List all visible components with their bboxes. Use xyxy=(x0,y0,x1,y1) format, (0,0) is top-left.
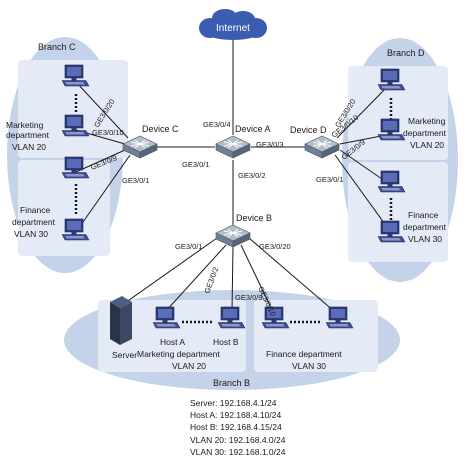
branch-d-mkt-line2: department xyxy=(403,128,447,138)
device-a-switch-icon[interactable] xyxy=(215,135,251,159)
branch-c-marketing-panel xyxy=(18,60,128,158)
branch-c-title: Branch C xyxy=(38,42,76,52)
port-a-down: GE3/0/2 xyxy=(238,171,266,180)
device-b-label: Device B xyxy=(236,213,272,223)
branch-c-fin-line3: VLAN 30 xyxy=(14,229,48,239)
branch-c-mkt-line1: Marketing xyxy=(6,120,44,130)
branch-b-mkt-line1: Marketing department xyxy=(137,349,220,359)
host-a-label: Host A xyxy=(160,337,185,347)
branch-d-fin-line2: department xyxy=(403,222,447,232)
port-a-left: GE3/0/1 xyxy=(182,160,210,169)
device-a-label: Device A xyxy=(235,124,271,134)
internet-cloud xyxy=(199,9,267,40)
branch-b-mkt-line2: VLAN 20 xyxy=(172,361,206,371)
branch-d-finance-panel xyxy=(348,162,448,262)
branch-c-fin-line1: Finance xyxy=(20,205,51,215)
branch-c-mkt-line2: department xyxy=(6,130,50,140)
address-server: Server: 192.168.4.1/24 xyxy=(190,398,277,408)
branch-d-mkt-line3: VLAN 20 xyxy=(410,140,444,150)
port-a-right: GE3/0/3 xyxy=(256,140,284,149)
branch-d-title: Branch D xyxy=(387,48,425,58)
port-b-left: GE3/0/1 xyxy=(175,242,203,251)
branch-d-fin-line1: Finance xyxy=(408,210,439,220)
address-vlan-20: VLAN 20: 192.168.4.0/24 xyxy=(190,435,286,445)
branch-d-mkt-line1: Marketing xyxy=(408,116,446,126)
port-c-mid: GE3/0/10 xyxy=(92,128,124,137)
host-b-label: Host B xyxy=(213,337,239,347)
branch-c-finance-panel xyxy=(18,160,110,256)
branch-d-fin-line3: VLAN 30 xyxy=(408,234,442,244)
branch-b-marketing-panel xyxy=(98,300,246,372)
internet-label: Internet xyxy=(216,23,250,34)
address-host-b: Host B: 192.168.4.15/24 xyxy=(190,422,282,432)
device-c-label: Device C xyxy=(142,124,179,134)
host-dots xyxy=(74,94,393,324)
device-c-switch-icon[interactable] xyxy=(122,135,158,159)
address-vlan-30: VLAN 30: 192.168.1.0/24 xyxy=(190,447,286,457)
port-a-up: GE3/0/4 xyxy=(203,120,231,129)
branch-b-fin-line2: VLAN 30 xyxy=(292,361,326,371)
branch-d-marketing-panel xyxy=(348,66,448,160)
port-d-up: GE3/0/1 xyxy=(316,175,344,184)
branch-c-fin-line2: department xyxy=(12,217,56,227)
server-icon[interactable] xyxy=(110,296,132,345)
address-host-a: Host A: 192.168.4.10/24 xyxy=(190,410,281,420)
branch-b-fin-line1: Finance department xyxy=(266,349,342,359)
device-d-label: Device D xyxy=(290,125,327,135)
branch-b-title: Branch B xyxy=(213,378,250,388)
port-b-right: GE3/0/20 xyxy=(259,242,291,251)
server-label: Server xyxy=(112,350,137,360)
port-c-up: GE3/0/1 xyxy=(122,176,150,185)
branch-c-mkt-line3: VLAN 20 xyxy=(12,142,46,152)
port-b-mkt: GE3/0/9 xyxy=(235,293,263,302)
device-b-switch-icon[interactable] xyxy=(215,224,251,248)
